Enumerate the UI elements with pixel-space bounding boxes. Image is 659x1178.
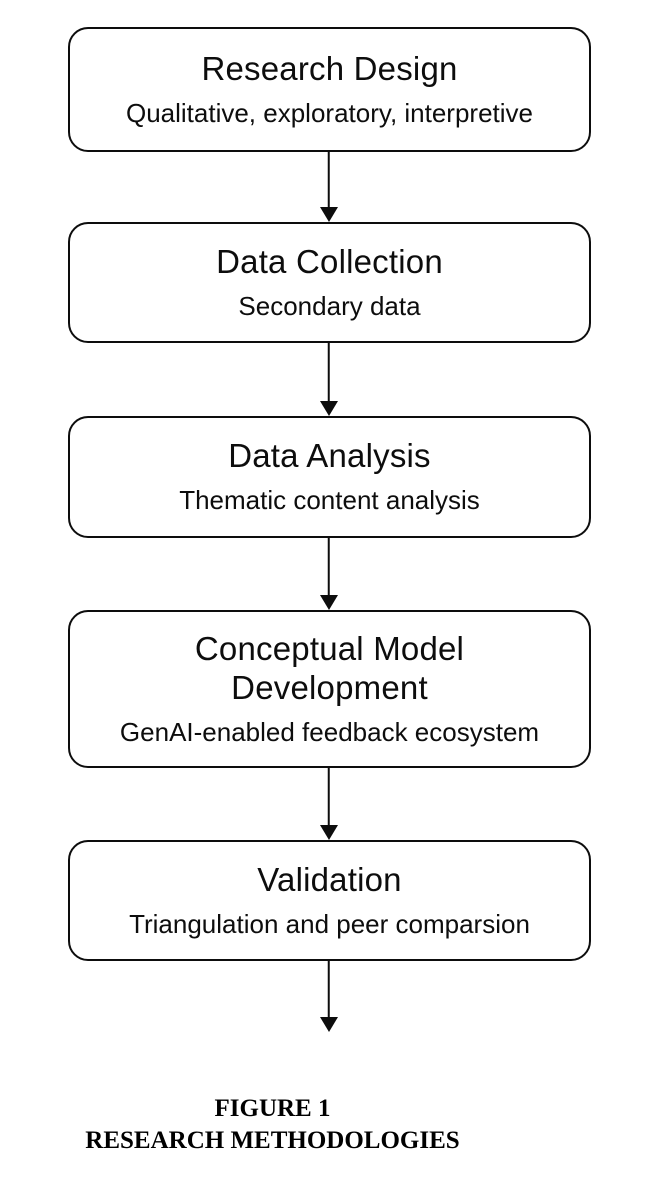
down-arrow-icon — [318, 343, 339, 416]
figure-caption: FIGURE 1 RESEARCH METHODOLOGIES — [0, 1093, 545, 1157]
box-subtitle: Secondary data — [238, 290, 421, 321]
box-subtitle: Triangulation and peer comparsion — [129, 908, 530, 939]
flow-box-validation: Validation Triangulation and peer compar… — [68, 840, 591, 961]
box-subtitle: Qualitative, exploratory, interpretive — [125, 97, 534, 128]
box-title: Data Analysis — [228, 437, 431, 475]
box-title: Conceptual Model Development — [194, 629, 465, 706]
down-arrow-icon — [318, 768, 339, 840]
down-arrow-icon — [318, 152, 339, 222]
down-arrow-icon — [318, 961, 339, 1032]
box-subtitle: Thematic content analysis — [179, 485, 480, 516]
box-title: Validation — [257, 860, 402, 898]
figure-caption-title: RESEARCH METHODOLOGIES — [85, 1127, 460, 1154]
flow-box-data-analysis: Data Analysis Thematic content analysis — [68, 416, 591, 538]
figure-caption-label: FIGURE 1 — [214, 1095, 331, 1122]
flow-box-research-design: Research Design Qualitative, exploratory… — [68, 27, 591, 152]
down-arrow-icon — [318, 538, 339, 610]
box-title: Data Collection — [216, 242, 443, 280]
flow-box-conceptual-model-development: Conceptual Model Development GenAI-enabl… — [68, 610, 591, 768]
flow-box-data-collection: Data Collection Secondary data — [68, 222, 591, 343]
box-title: Research Design — [201, 49, 458, 87]
box-subtitle: GenAI-enabled feedback ecosystem — [119, 716, 540, 747]
